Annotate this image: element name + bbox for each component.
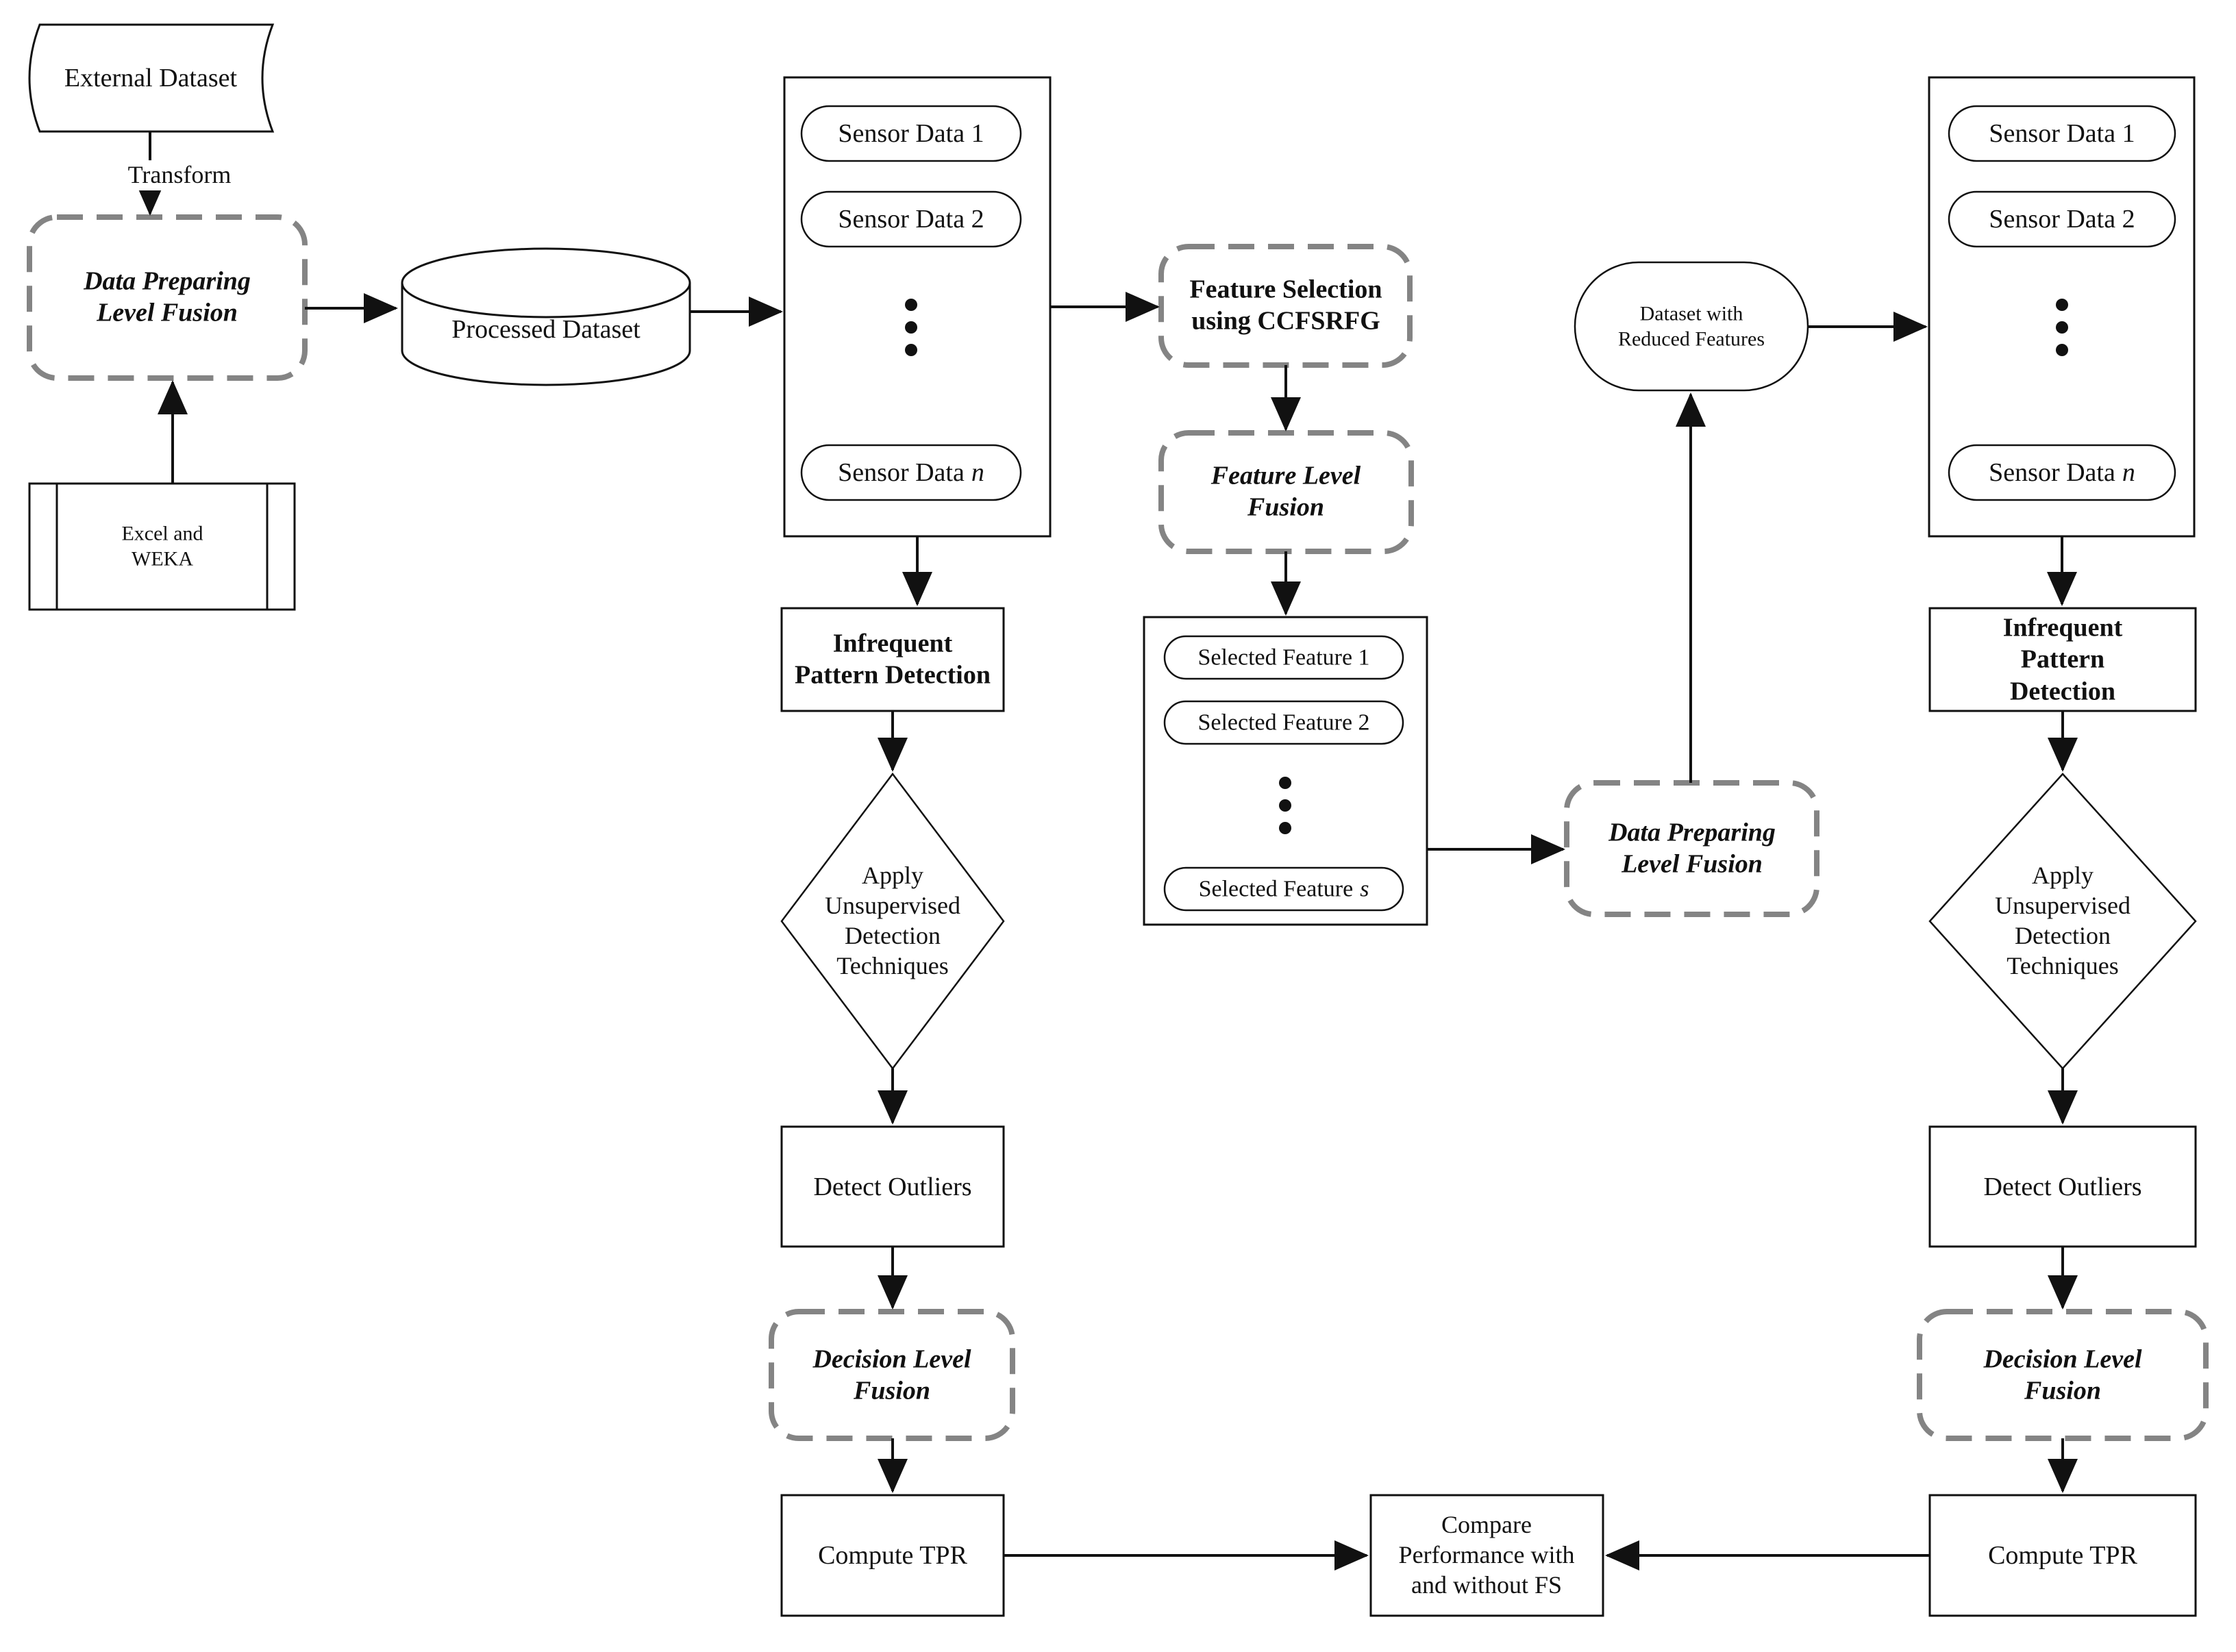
sensorn-left-pill [800, 444, 1022, 501]
selected2-label: Selected Feature 2 [1197, 710, 1370, 736]
excel-weka-shape [28, 482, 296, 611]
sensor1-left-label: Sensor Data 1 [838, 118, 984, 148]
feature-level-fusion-label: Feature Level Fusion [1210, 461, 1361, 522]
detect-outliers-left-shape [780, 1125, 1005, 1248]
connectors [135, 132, 2078, 1570]
detect-outliers-right-shape [1928, 1125, 2197, 1248]
data-preparing-left-label: Data Preparing Level Fusion [84, 266, 251, 327]
selecteds-pill [1163, 866, 1404, 912]
sensor1-left-pill [800, 105, 1022, 162]
compute-tpr-left-label: Compute TPR [818, 1540, 967, 1570]
ipd-right-label: Infrequent Pattern Detection [2002, 613, 2123, 706]
ellipsis-left [905, 299, 917, 356]
diamond-right-label: Apply Unsupervised Detection Techniques [1995, 862, 2131, 979]
sensorn-right-pill [1948, 444, 2176, 501]
excel-weka-label: Excel and WEKA [121, 522, 203, 570]
processed-dataset-cylinder [401, 247, 691, 386]
detect-outliers-left-label: Detect Outliers [813, 1172, 972, 1201]
compute-tpr-left-shape [780, 1494, 1005, 1617]
compute-tpr-right-shape [1928, 1494, 2197, 1617]
sensor2-left-pill [800, 190, 1022, 248]
selected2-pill [1163, 700, 1404, 745]
sensor1-right-pill [1948, 105, 2176, 162]
data-preparing-right-label: Data Preparing Level Fusion [1608, 818, 1776, 879]
sensor1-right-label: Sensor Data 1 [1989, 118, 2135, 148]
selected1-label: Selected Feature 1 [1197, 644, 1370, 671]
dataset-reduced-label: Dataset with Reduced Features [1617, 302, 1765, 350]
sensor2-right-label: Sensor Data 2 [1989, 204, 2135, 234]
compute-tpr-right-label: Compute TPR [1988, 1540, 2137, 1570]
selected1-pill [1163, 635, 1404, 680]
diamond-left-label: Apply Unsupervised Detection Techniques [825, 862, 960, 979]
external-dataset-label: External Dataset [64, 63, 238, 92]
compare-performance-label: Compare Performance with and without FS [1398, 1511, 1575, 1599]
ellipsis-right [2056, 299, 2068, 356]
decision-fusion-right-shape [1917, 1309, 2209, 1441]
ellipsis-selected [1279, 777, 1291, 834]
ipd-left-label: Infrequent Pattern Detection [795, 629, 991, 690]
transform-label: Transform [121, 160, 238, 190]
external-dataset-shape [28, 23, 275, 133]
ipd-right-shape [1928, 607, 2197, 712]
data-preparing-left-shape [27, 214, 308, 381]
ipd-left-shape [780, 607, 1005, 712]
feature-selection-label: Feature Selection using CCFSRFG [1189, 275, 1382, 336]
decision-fusion-right-label: Decision Level Fusion [1983, 1344, 2142, 1405]
compare-performance-shape [1369, 1494, 1604, 1617]
processed-dataset-label: Processed Dataset [451, 314, 641, 344]
detect-outliers-right-label: Detect Outliers [1983, 1172, 2142, 1201]
sensor2-left-label: Sensor Data 2 [838, 204, 984, 234]
sensor2-right-pill [1948, 190, 2176, 248]
decision-fusion-left-label: Decision Level Fusion [812, 1344, 971, 1405]
